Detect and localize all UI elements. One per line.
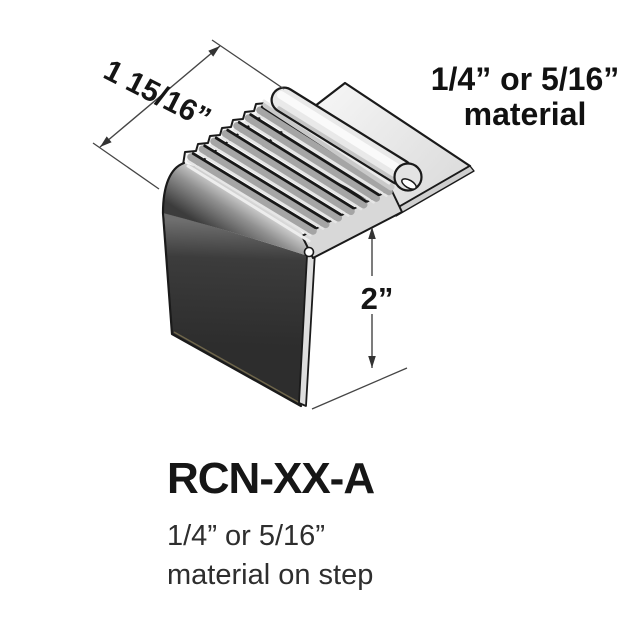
height-dimension-label: 2” xyxy=(361,281,394,316)
dimension-line xyxy=(99,45,221,148)
front-gully-highlight xyxy=(186,164,311,243)
dimension-arrowhead xyxy=(100,136,112,147)
material-note-line2: material xyxy=(464,96,587,132)
width-dimension-label: 1 15/16” xyxy=(98,54,216,136)
extension-line xyxy=(92,142,160,190)
dimension-arrowhead xyxy=(368,356,376,368)
rib xyxy=(244,113,381,204)
back-lip xyxy=(270,86,414,186)
footer: RCN-XX-A 1/4” or 5/16” material on step xyxy=(167,454,375,591)
product-caption-line2: material on step xyxy=(167,559,373,591)
pre-lip-band xyxy=(262,101,395,191)
label-backing xyxy=(354,276,396,314)
nosing-bullnose xyxy=(163,163,313,256)
extension-line xyxy=(311,367,408,410)
material-note: 1/4” or 5/16” material xyxy=(431,61,620,132)
lip-curl xyxy=(393,162,423,192)
extension-line xyxy=(211,39,285,90)
nosing-outline xyxy=(161,161,303,408)
height-dimension: 2” xyxy=(311,227,408,410)
rib xyxy=(221,128,355,217)
product-code: RCN-XX-A xyxy=(167,454,374,503)
bottom-edge-highlight xyxy=(173,331,301,404)
product-caption-line1: 1/4” or 5/16” xyxy=(167,520,325,552)
material-note-line1: 1/4” or 5/16” xyxy=(431,61,620,97)
rib xyxy=(233,121,368,211)
dimension-arrowhead xyxy=(368,227,376,239)
rib xyxy=(198,144,330,230)
nosing-front-face xyxy=(164,213,308,404)
rib xyxy=(187,152,317,237)
relief-groove-notch xyxy=(303,246,315,258)
dimension-arrowhead xyxy=(208,46,220,57)
rib xyxy=(210,136,343,224)
